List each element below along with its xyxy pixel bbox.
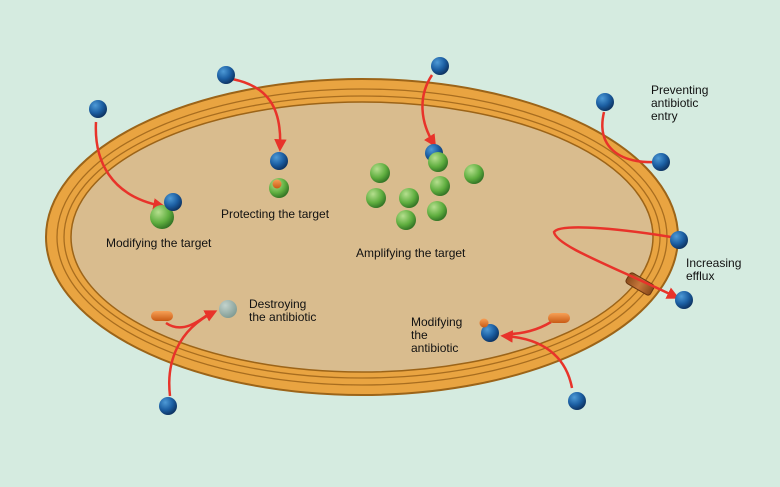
label-modifying-antibiotic: Modifying the antibiotic bbox=[411, 315, 463, 355]
enzyme bbox=[151, 311, 173, 321]
destroyed-antibiotic bbox=[219, 300, 237, 318]
protein-protector bbox=[272, 179, 282, 189]
arrow-protecting-target bbox=[231, 77, 287, 152]
efflux-pump bbox=[625, 272, 655, 296]
label-preventing-entry: Preventing antibiotic entry bbox=[651, 83, 709, 123]
antibiotic-molecule bbox=[431, 57, 449, 75]
arrow-modifying-target bbox=[94, 121, 166, 211]
target-molecule bbox=[428, 152, 448, 172]
modifying-group bbox=[479, 318, 489, 328]
arrow-modifying-antibiotic bbox=[500, 330, 574, 389]
antibiotic-molecule bbox=[652, 153, 670, 171]
arrow-preventing-entry bbox=[601, 111, 659, 164]
label-amplifying-target: Amplifying the target bbox=[356, 246, 466, 260]
antibiotic-molecule bbox=[270, 152, 288, 170]
target-molecule bbox=[464, 164, 484, 184]
enzyme bbox=[548, 313, 570, 323]
antibiotic-molecule bbox=[164, 193, 182, 211]
label-increasing-efflux: Increasing efflux bbox=[686, 256, 742, 283]
target-molecule bbox=[399, 188, 419, 208]
cytoplasm bbox=[70, 101, 654, 373]
arrow-increasing-efflux bbox=[552, 226, 680, 299]
antibiotic-molecule bbox=[481, 324, 499, 342]
target-molecule bbox=[430, 176, 450, 196]
antibiotic-molecule bbox=[159, 397, 177, 415]
amplified-targets bbox=[366, 152, 484, 230]
antibiotic-molecule bbox=[670, 231, 688, 249]
modified-target bbox=[150, 193, 182, 229]
antibiotic-molecule bbox=[568, 392, 586, 410]
label-destroying-antibiotic: Destroying the antibiotic bbox=[249, 297, 317, 324]
modified-antibiotic bbox=[479, 318, 499, 342]
target-molecule bbox=[150, 205, 174, 229]
protected-target bbox=[269, 178, 289, 198]
antibiotic-molecule bbox=[675, 291, 693, 309]
target-molecule bbox=[370, 163, 390, 183]
label-modifying-target: Modifying the target bbox=[106, 236, 212, 250]
arrow-enzyme-modifying bbox=[507, 320, 552, 336]
antibiotic-molecule bbox=[217, 66, 235, 84]
arrow-amplifying-target bbox=[421, 74, 437, 148]
target-molecule bbox=[396, 210, 416, 230]
cell-membrane-line bbox=[63, 95, 661, 379]
label-protecting-target: Protecting the target bbox=[221, 207, 330, 221]
target-molecule bbox=[427, 201, 447, 221]
target-molecule bbox=[366, 188, 386, 208]
arrow-enzyme-destroying bbox=[165, 311, 211, 329]
antibiotic-molecule bbox=[89, 100, 107, 118]
antibiotic-molecule bbox=[596, 93, 614, 111]
